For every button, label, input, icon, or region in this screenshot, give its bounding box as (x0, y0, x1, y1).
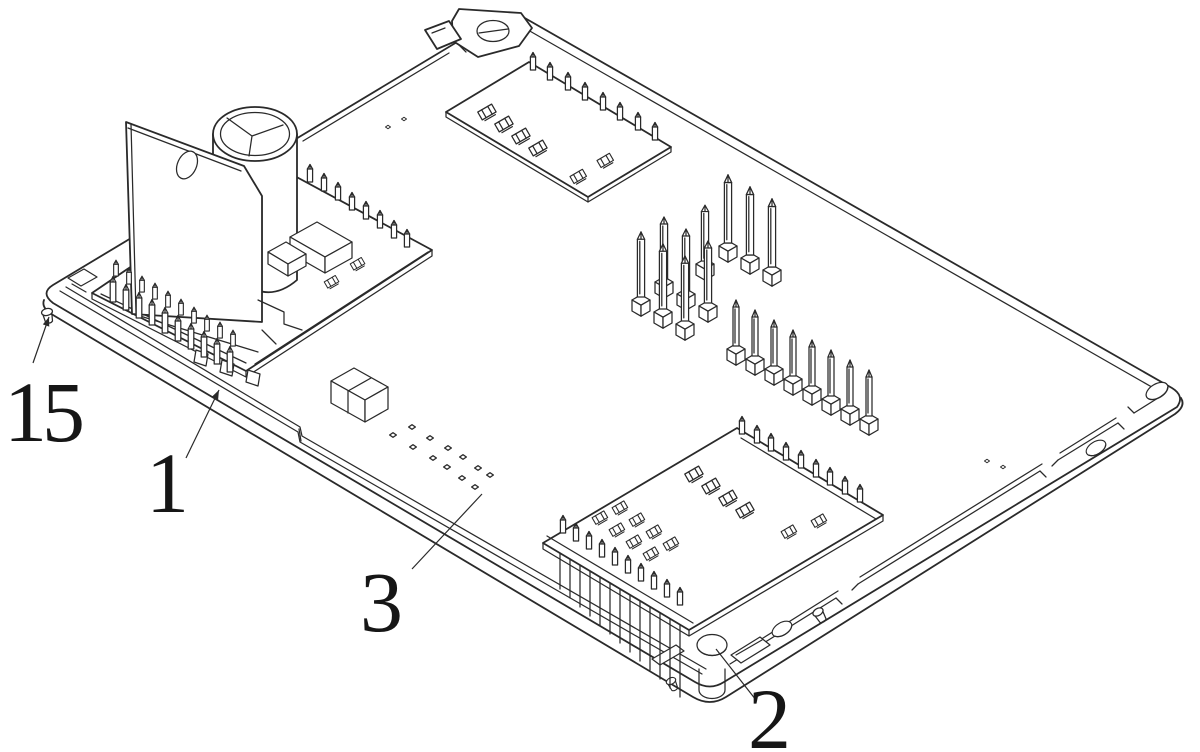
corner-standoff (698, 668, 726, 700)
box-component (330, 367, 389, 423)
corner-mounting-tab (424, 8, 533, 58)
top-right-edge-inner-line (520, 25, 1165, 395)
top-left-edge-inner-line (302, 52, 450, 142)
tab-hole (175, 150, 199, 180)
main-board (40, 8, 1184, 703)
ref-label-2: 2 (748, 671, 791, 752)
rim-clip (67, 268, 98, 287)
ref-label-1: 1 (146, 435, 189, 531)
reference-labels: 15 1 3 2 (4, 315, 791, 752)
lower-module-through-legs (559, 552, 681, 698)
capacitor-vent (226, 117, 284, 157)
power-transistor-tab (125, 121, 303, 387)
corner-screw (664, 675, 681, 693)
ref-label-15: 15 (4, 364, 82, 460)
ref-label-3: 3 (360, 554, 403, 650)
lower-smd-module (542, 415, 884, 698)
sub-board-components (267, 221, 367, 291)
bottom-left-rim (59, 268, 707, 675)
leader-line-2 (715, 648, 757, 701)
corner-plate (730, 636, 771, 664)
upper-smd-module (445, 51, 672, 203)
power-sub-board-assembly (91, 106, 433, 387)
leader-line-3 (411, 493, 483, 570)
leader-line-1 (185, 389, 220, 459)
